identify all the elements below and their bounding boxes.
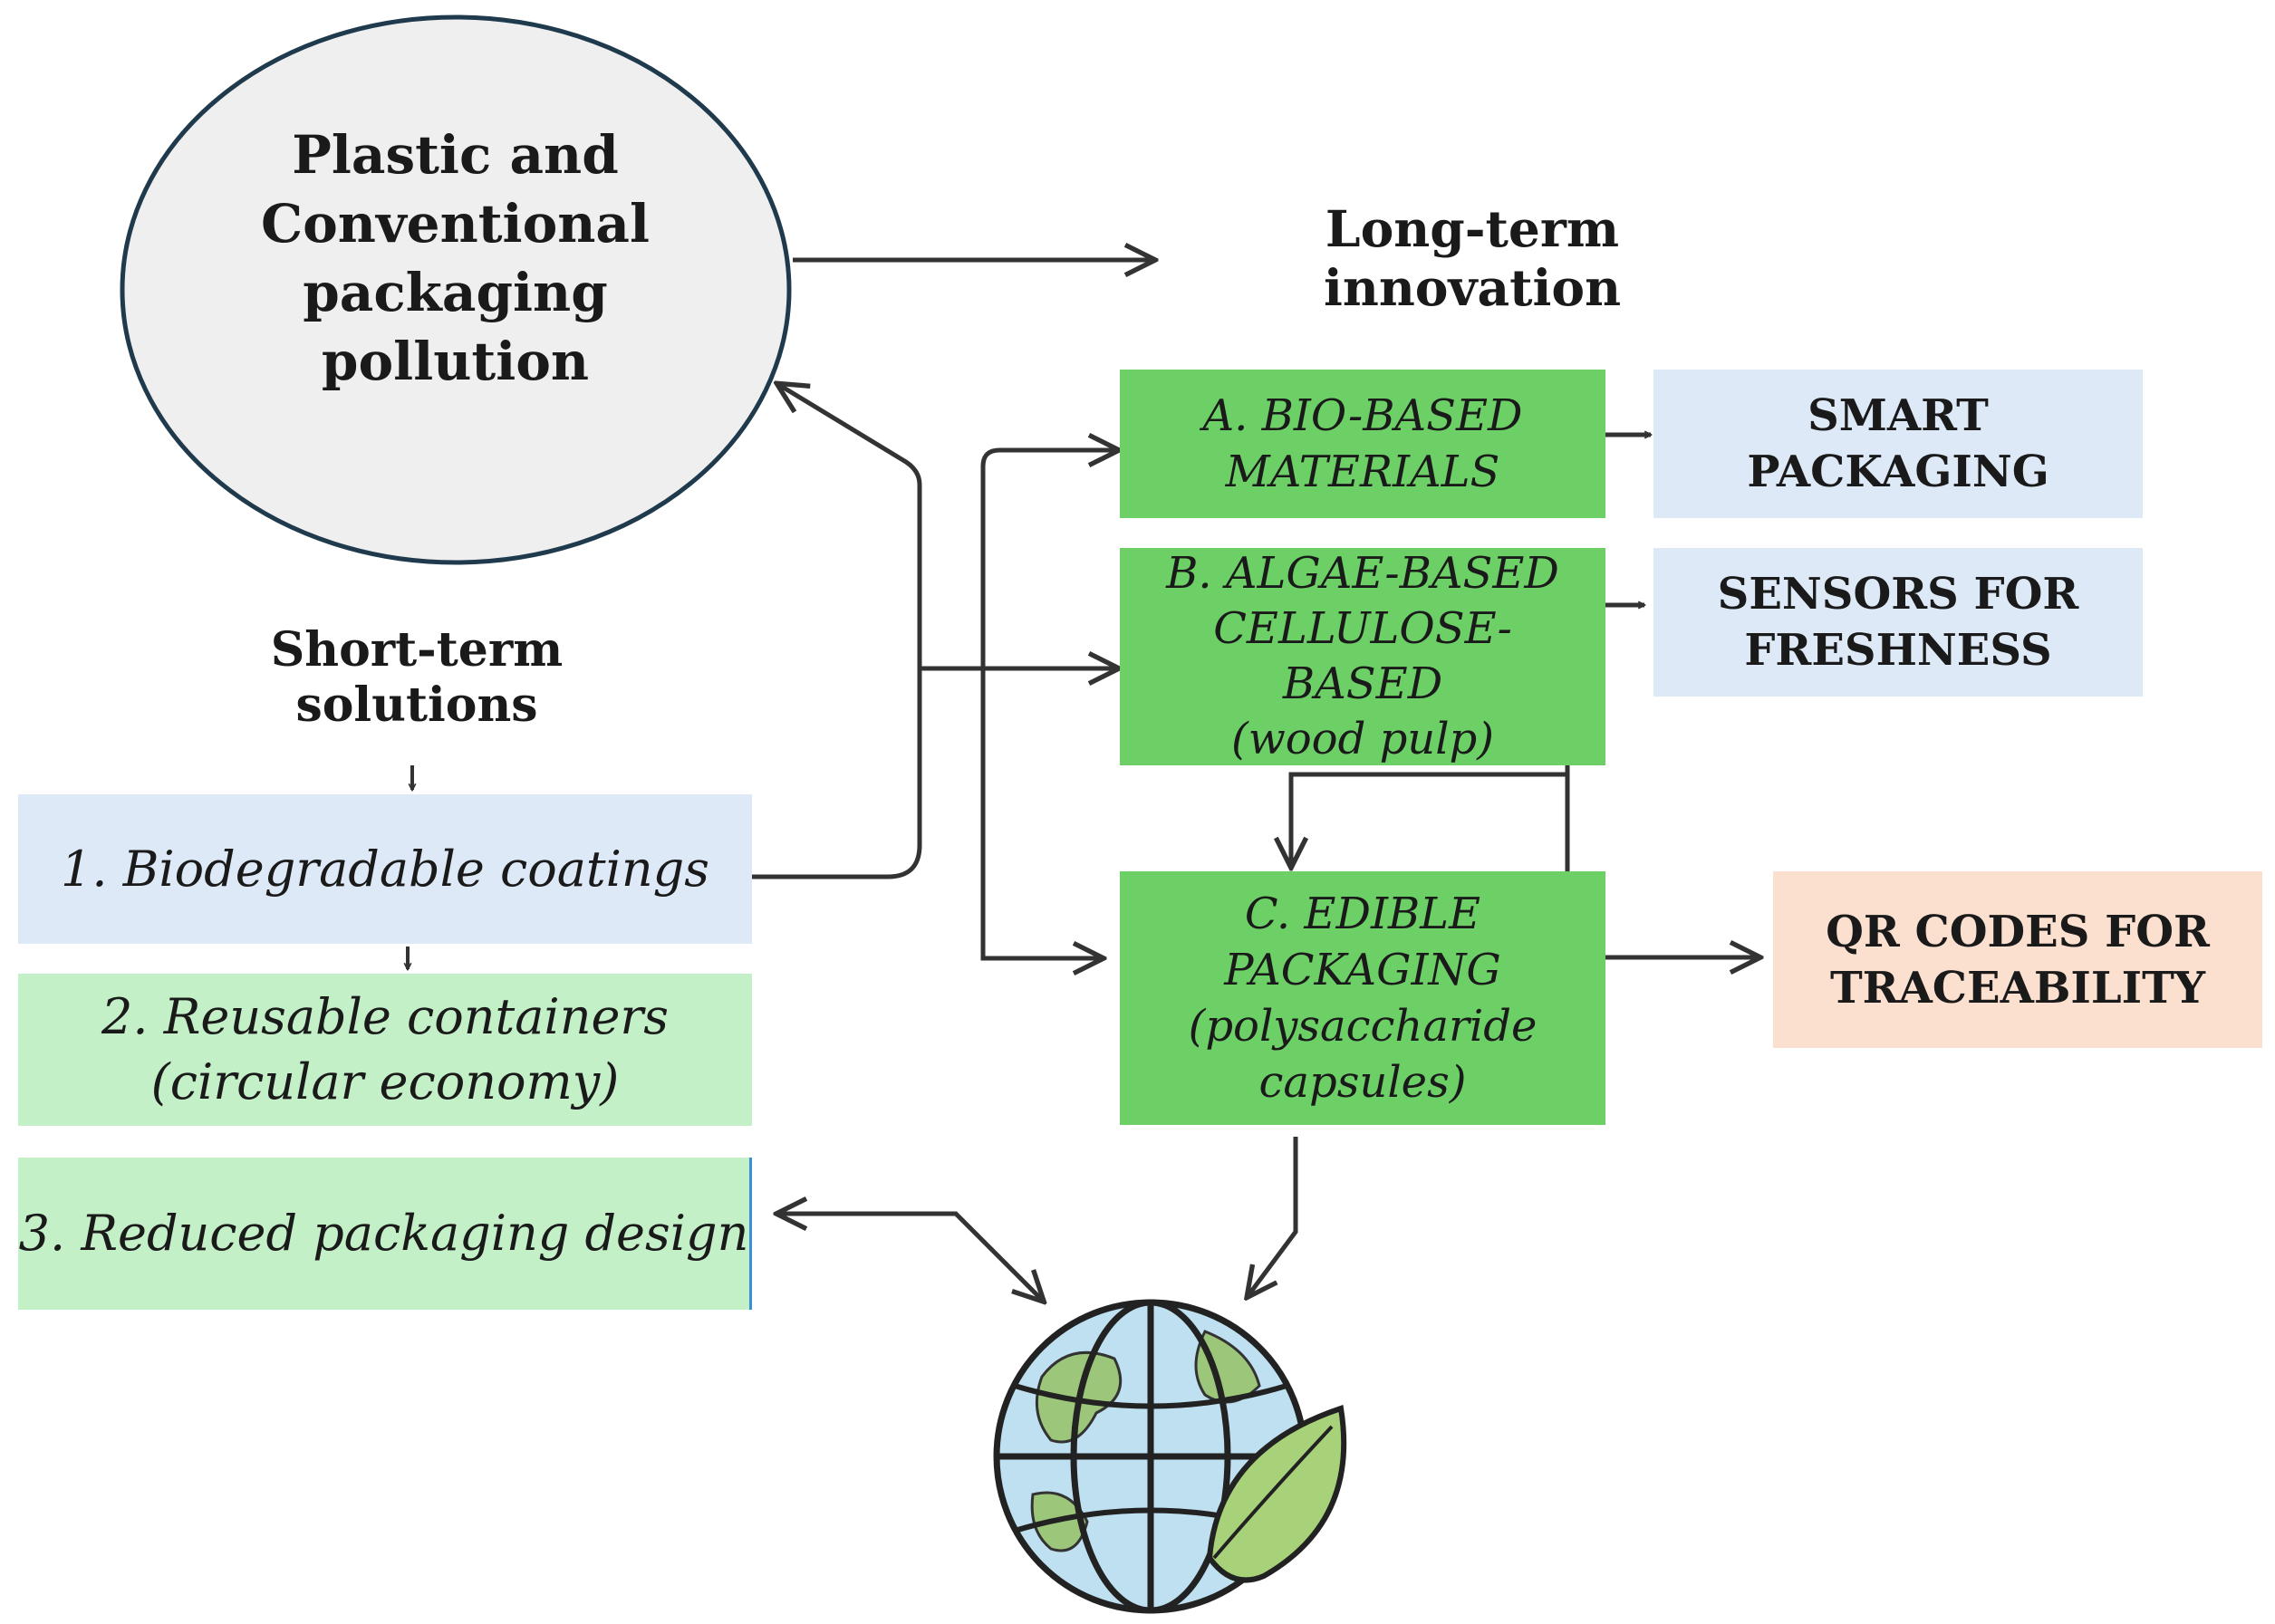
long-term-label: Long-term innovation (1323, 199, 1622, 317)
innovation-label: C. EDIBLE (1244, 889, 1481, 939)
innovation-label: A. BIO-BASED (1202, 390, 1523, 441)
innovation-edible-packaging: C. EDIBLE PACKAGING (polysaccharide caps… (1120, 871, 1605, 1125)
tech-label: SENSORS FOR (1717, 569, 2079, 620)
solution-label: (circular economy) (150, 1053, 620, 1110)
pollution-line: Plastic and (292, 124, 619, 186)
innovation-label: B. ALGAE-BASED (1166, 548, 1559, 599)
solution-label: 2. Reusable containers (101, 988, 669, 1045)
innovation-label: CELLULOSE- (1213, 603, 1512, 654)
innovation-bio-based: A. BIO-BASED MATERIALS (1120, 370, 1605, 518)
innovation-label: capsules) (1258, 1057, 1467, 1108)
tech-label: TRACEABILITY (1829, 962, 2206, 1014)
pollution-line: packaging (303, 262, 608, 323)
innovation-label: BASED (1282, 658, 1443, 709)
arrow-to-a (980, 450, 1116, 961)
tech-label: FRESHNESS (1744, 625, 2052, 676)
tech-qr-codes: QR CODES FOR TRACEABILITY (1773, 871, 2262, 1048)
innovation-label: (wood pulp) (1230, 714, 1495, 764)
solution-reusable-containers: 2. Reusable containers (circular economy… (18, 974, 752, 1126)
arrow-b-to-c (1291, 765, 1570, 871)
pollution-line: Conventional (260, 193, 651, 255)
tech-sensors-freshness: SENSORS FOR FRESHNESS (1653, 548, 2143, 697)
solution-reduced-packaging: 3. Reduced packaging design (18, 1158, 752, 1310)
pollution-ellipse (120, 14, 792, 565)
globe-with-leaf-icon (993, 1299, 1347, 1614)
tech-label: QR CODES FOR (1826, 906, 2210, 957)
innovation-label: (polysaccharide (1188, 1001, 1538, 1052)
solution-biodegradable-coatings: 1. Biodegradable coatings (18, 794, 752, 944)
arrow-s1-to-ellipse (752, 385, 922, 879)
arrow-c-to-globe (1248, 1137, 1298, 1295)
solution-label: 1. Biodegradable coatings (61, 840, 709, 898)
innovation-algae-cellulose: B. ALGAE-BASED CELLULOSE- BASED (wood pu… (1120, 548, 1605, 765)
arrow-s3-globe (779, 1214, 1042, 1300)
pollution-title: Plastic and Conventional packaging pollu… (208, 113, 702, 403)
innovation-label: PACKAGING (1224, 945, 1501, 995)
innovation-label: MATERIALS (1225, 447, 1500, 497)
tech-smart-packaging: SMART PACKAGING (1653, 370, 2143, 518)
pollution-line: pollution (321, 331, 590, 392)
solution-label: 3. Reduced packaging design (18, 1205, 749, 1262)
tech-label: PACKAGING (1747, 447, 2049, 497)
tech-label: SMART (1807, 390, 1989, 441)
short-term-label: Short-term solutions (270, 622, 564, 733)
